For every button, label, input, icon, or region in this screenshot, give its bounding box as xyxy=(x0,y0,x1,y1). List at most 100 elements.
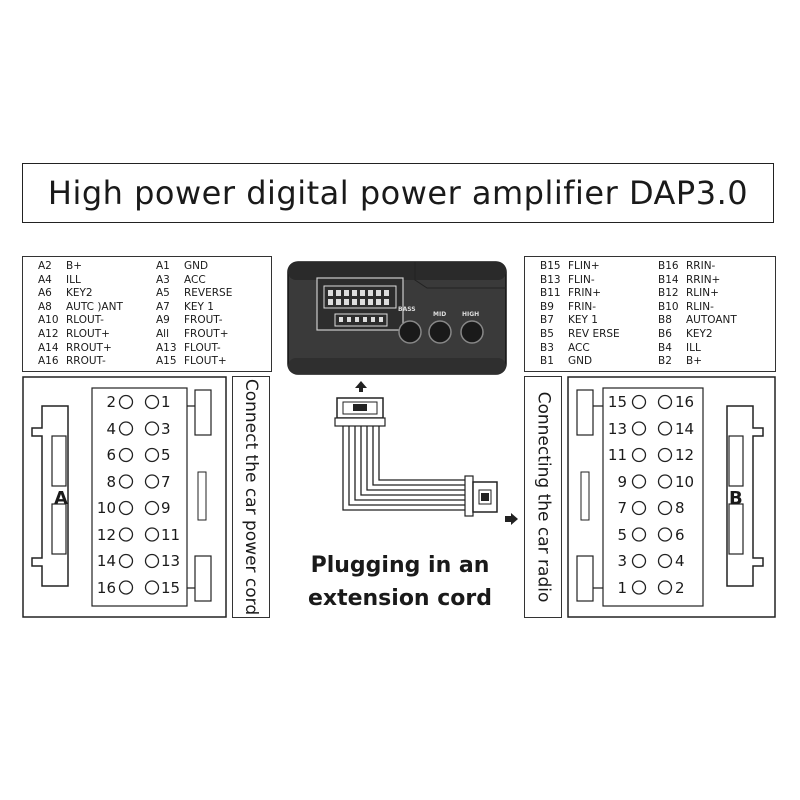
pin-number: 7 xyxy=(161,472,171,491)
pin-hole xyxy=(657,527,673,542)
pin-code: B7 xyxy=(540,314,554,327)
pin-function: FLIN+ xyxy=(568,260,600,272)
pin-hole xyxy=(631,394,647,410)
pin-code: A16 xyxy=(38,355,59,368)
mid-knob-label: MID xyxy=(433,311,447,318)
pin-number: 4 xyxy=(675,552,685,570)
title-text: High power digital power amplifier DAP3.… xyxy=(47,174,749,212)
pin-number: 8 xyxy=(675,499,685,517)
left-pinout-table xyxy=(22,256,272,372)
extension-cord-caption: Plugging in an extension cord xyxy=(300,549,500,615)
pin-number: 13 xyxy=(607,419,627,438)
pin-function: AUTOANT xyxy=(686,314,737,327)
pin-hole xyxy=(144,553,160,569)
pin-number: 2 xyxy=(675,578,685,597)
pin-number: 9 xyxy=(161,499,171,517)
pin-function: KEY2 xyxy=(66,287,93,300)
pin-hole xyxy=(144,394,160,410)
pin-hole xyxy=(631,474,647,489)
amplifier-device: BASS MID HIGH xyxy=(287,258,507,376)
pin-number: 6 xyxy=(675,525,685,544)
pin-code: B14 xyxy=(658,273,679,286)
left-pin-entry: A16 RROUT- xyxy=(38,355,106,368)
amplifier-device-drawing xyxy=(287,261,507,375)
pin-hole xyxy=(657,500,673,516)
pin-number: 3 xyxy=(161,419,171,438)
pin-number: 4 xyxy=(106,419,116,438)
pin-code: A3 xyxy=(156,273,170,286)
pin-number: 16 xyxy=(96,578,116,597)
pin-function: RLIN+ xyxy=(686,287,719,300)
pin-code: B16 xyxy=(658,260,679,272)
pin-number: 2 xyxy=(106,393,116,411)
pin-function: KEY2 xyxy=(686,328,713,340)
pin-number: 5 xyxy=(617,525,627,544)
pin-hole xyxy=(631,527,647,542)
left-caption-box: Connect the car power cord xyxy=(232,376,270,618)
pin-number: 10 xyxy=(96,499,116,517)
right-pin-entry: B12 RLIN+ xyxy=(658,287,719,300)
pin-function: FLIN- xyxy=(568,273,595,286)
connector-a-letter: A xyxy=(54,488,68,509)
pin-function: FROUT- xyxy=(184,314,223,327)
pin-code: B6 xyxy=(658,328,672,340)
right-pinout-table xyxy=(524,256,776,372)
pin-function: B+ xyxy=(66,260,83,272)
pin-number: 15 xyxy=(607,393,627,411)
pin-function: FLOUT+ xyxy=(184,355,227,368)
right-pin-entry: B11 FRIN+ xyxy=(540,287,601,300)
right-caption-box: Connecting the car radio xyxy=(524,376,562,618)
pin-code: B11 xyxy=(540,287,561,300)
pin-code: A12 xyxy=(38,328,59,340)
pin-hole xyxy=(118,474,134,489)
pin-hole xyxy=(631,500,647,516)
pin-code: B1 xyxy=(540,355,554,368)
pin-function: ILL xyxy=(66,273,81,286)
connector-b-outline xyxy=(567,376,776,618)
pin-code: B2 xyxy=(658,355,672,368)
caption-line-1: Plugging in an xyxy=(310,553,490,578)
pin-hole xyxy=(118,500,134,516)
pin-hole xyxy=(118,553,134,569)
pin-function: FRIN+ xyxy=(568,287,602,300)
pin-function: GND xyxy=(568,355,593,368)
pin-number: 12 xyxy=(675,446,695,464)
pin-hole xyxy=(657,580,673,595)
pin-hole xyxy=(657,421,673,436)
pin-function: FLOUT- xyxy=(184,341,221,354)
pin-hole xyxy=(657,553,673,569)
pin-code: A14 xyxy=(38,341,59,354)
pin-number: 7 xyxy=(617,499,627,517)
pin-function: REV ERSE xyxy=(568,328,620,340)
pin-function: GND xyxy=(184,260,209,272)
pin-function: RRIN+ xyxy=(686,273,721,286)
right-arrow-icon xyxy=(505,513,518,525)
pin-function: RROUT- xyxy=(66,355,106,368)
pin-hole xyxy=(118,447,134,463)
pin-code: A10 xyxy=(38,314,59,327)
pin-code: B12 xyxy=(658,287,679,300)
pin-code: B9 xyxy=(540,300,554,313)
pin-hole xyxy=(118,394,134,410)
connector-a-outline xyxy=(22,376,227,618)
pin-hole xyxy=(118,527,134,542)
pin-number: 6 xyxy=(106,446,116,464)
pin-code: A7 xyxy=(156,300,170,313)
right-pin-entry: B14 RRIN+ xyxy=(658,274,720,287)
pin-function: REVERSE xyxy=(184,287,233,300)
pin-number: 1 xyxy=(617,578,627,597)
pin-code: A8 xyxy=(38,300,52,313)
pin-number: 14 xyxy=(675,419,695,438)
pin-function: RROUT+ xyxy=(66,341,112,354)
